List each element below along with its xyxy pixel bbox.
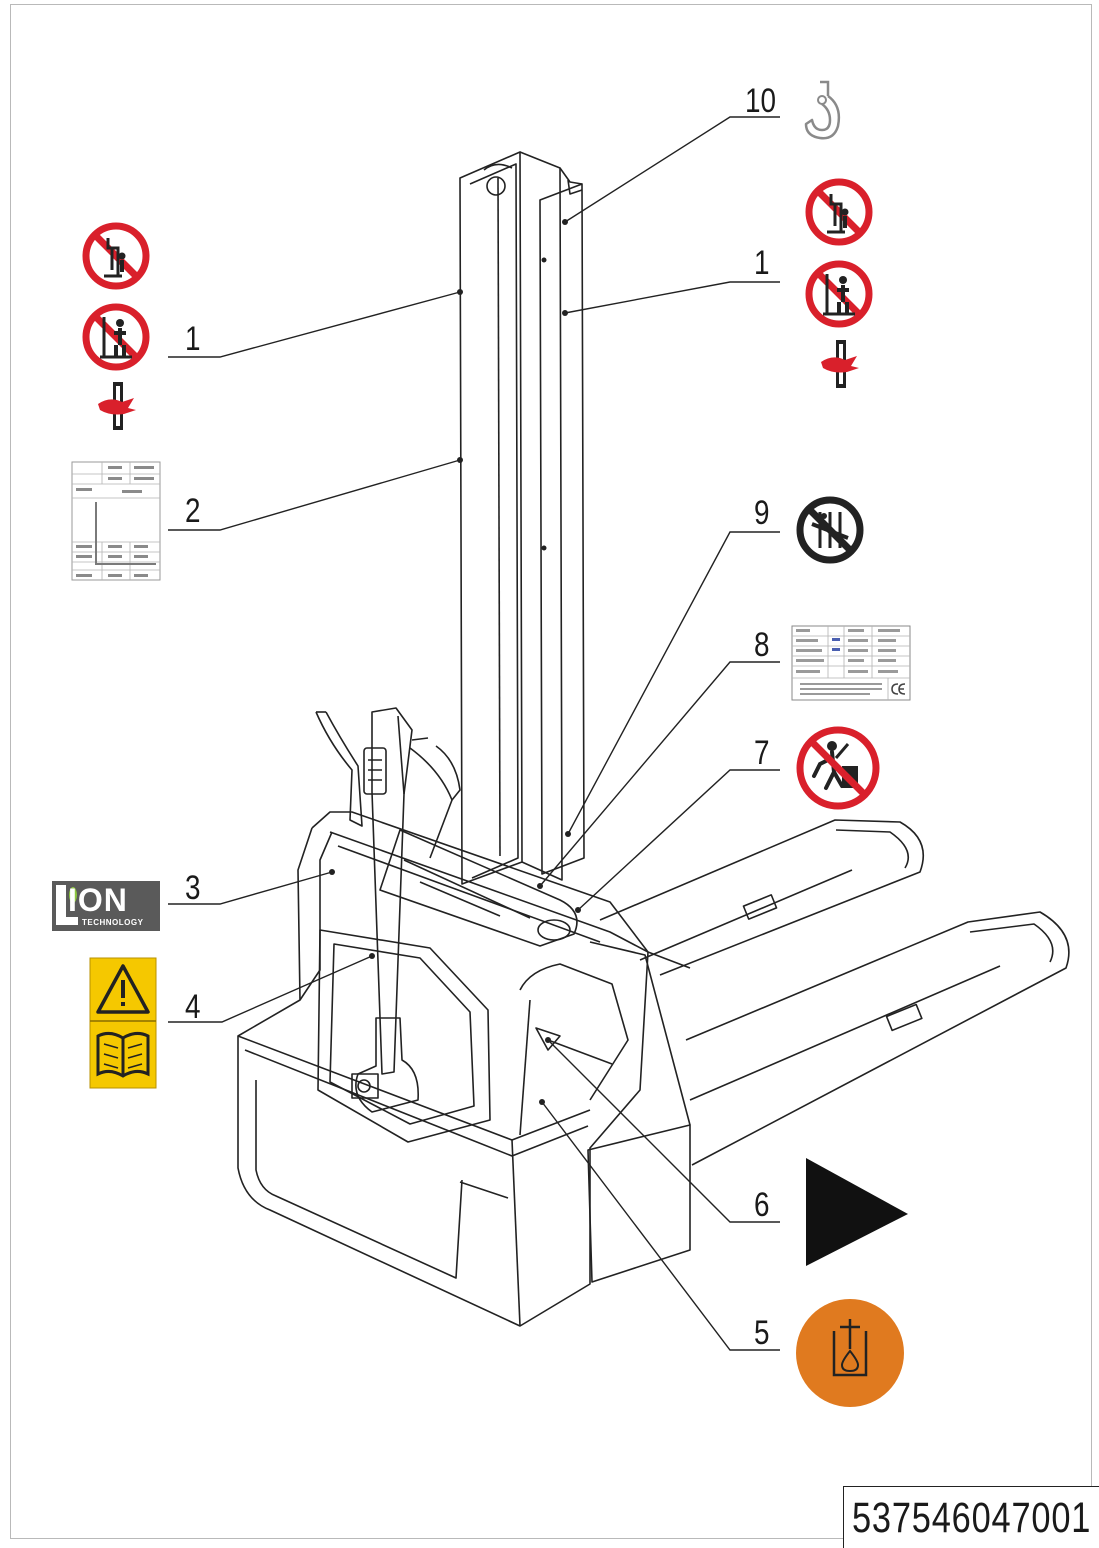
fork-left <box>599 819 924 976</box>
leader-7 <box>577 769 780 911</box>
callout-2: 2 <box>185 492 201 530</box>
no-reaching-through-mast-icon <box>796 496 864 564</box>
lion-logo-word: ION <box>68 882 128 918</box>
callout-8: 8 <box>754 626 770 664</box>
hydraulic-oil-icon <box>796 1299 904 1407</box>
leader-6 <box>547 1039 780 1223</box>
drawing-number: 537546047001 <box>852 1494 1092 1542</box>
leader-9 <box>567 531 780 835</box>
leader-1-right <box>564 281 780 314</box>
ce-mark-icon <box>891 683 906 695</box>
leader-4 <box>168 955 373 1023</box>
read-manual-icon <box>96 1031 150 1078</box>
rating-plate-label <box>791 625 911 701</box>
no-riding-on-mast-icon-right <box>809 264 869 324</box>
warning-read-manual-label <box>89 957 157 1089</box>
callout-5: 5 <box>754 1314 770 1352</box>
battery-body <box>237 811 691 1327</box>
callout-4: 4 <box>185 988 201 1026</box>
lion-logo-leaf-icon <box>69 887 77 903</box>
lifting-hook-icon <box>804 80 841 140</box>
lion-logo-l-base <box>56 917 78 925</box>
callout-3: 3 <box>185 869 201 907</box>
callout-1-right: 1 <box>754 244 770 282</box>
stacker-truck <box>237 151 1070 1327</box>
hand-crush-hazard-icon-right <box>821 340 859 388</box>
load-capacity-chart-label <box>71 461 161 581</box>
no-passengers-icon <box>796 726 880 810</box>
warning-triangle-icon <box>96 964 150 1014</box>
leader-lines <box>168 116 780 1351</box>
leader-10 <box>564 116 780 223</box>
fork-right <box>685 911 1070 1166</box>
leader-5 <box>541 1101 780 1351</box>
leader-8 <box>539 661 780 887</box>
no-standing-under-load-icon-right <box>809 182 869 242</box>
hand-crush-hazard-icon <box>98 382 136 430</box>
tiller-handle <box>315 707 461 1113</box>
no-riding-on-mast-icon <box>86 307 146 367</box>
callout-9: 9 <box>754 494 770 532</box>
direction-arrow-icon <box>806 1158 908 1266</box>
drawing-number-box: 537546047001 <box>843 1486 1099 1548</box>
leader-3 <box>168 871 333 905</box>
no-standing-under-load-icon <box>86 226 146 286</box>
leader-2 <box>168 459 461 531</box>
callout-6: 6 <box>754 1186 770 1224</box>
callout-10: 10 <box>745 82 777 120</box>
leader-1-left <box>168 291 461 358</box>
callout-1-left: 1 <box>185 320 201 358</box>
callout-7: 7 <box>754 734 770 772</box>
lion-logo-l-shape <box>56 885 66 925</box>
lion-technology-logo: ION TECHNOLOGY <box>52 881 160 931</box>
mast <box>459 151 585 885</box>
leader-dots <box>329 219 581 1105</box>
lion-logo-tagline: TECHNOLOGY <box>82 918 144 927</box>
